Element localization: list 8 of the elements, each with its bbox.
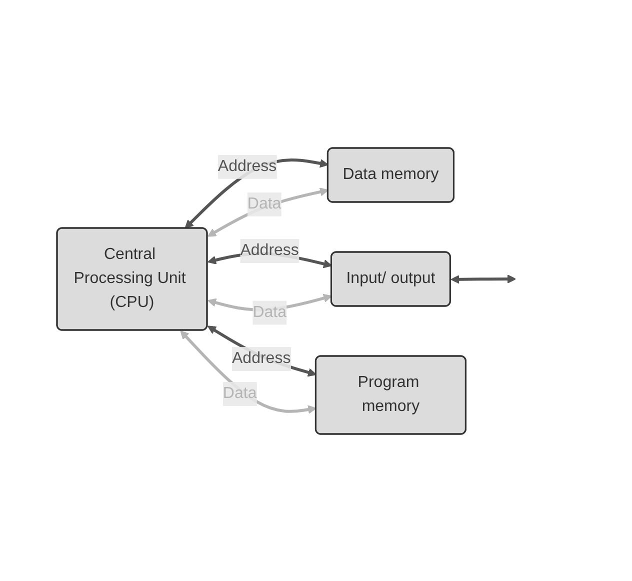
- arrow: [184, 158, 328, 228]
- edge-label: Address: [240, 241, 299, 258]
- arrow: [450, 274, 516, 284]
- arrow: [207, 187, 328, 236]
- edge-label: Address: [232, 350, 290, 366]
- arrow: [207, 325, 316, 376]
- edge-label: Address: [218, 157, 276, 174]
- arrow: [180, 330, 316, 414]
